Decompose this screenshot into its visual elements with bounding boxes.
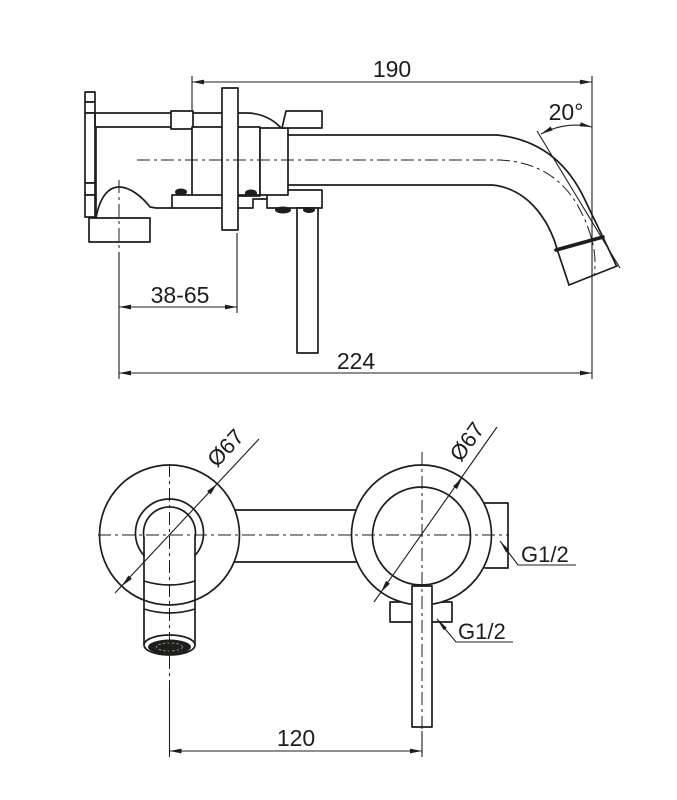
outlet-thread-callout: G1/2 [499,540,576,567]
pipe-nut [170,110,194,130]
dim-label-d67-right: Ø67 [445,417,490,465]
seals [175,188,315,214]
wall-escutcheon-plate [221,87,239,231]
aerator-face [148,639,191,655]
front-view: Ø67 Ø67 G1/2 G1/2 120 [98,417,576,757]
handle-lever-side [296,207,319,354]
dimension-spout-angle: 20° [536,99,621,269]
dim-label-20deg: 20° [549,99,584,125]
spout-flange [98,464,241,656]
spout-end-face [568,265,618,286]
dim-label-224: 224 [337,348,376,374]
centerlines [98,452,509,731]
label-inlet-thread: G1/2 [458,619,506,644]
spout [287,134,618,286]
dim-label-38-65: 38-65 [151,282,210,308]
wall-bracket [84,91,97,219]
side-view: 190 20° 38-65 224 [84,56,621,379]
dim-label-d67-left: Ø67 [202,424,249,471]
spout-tube-sides [143,537,196,645]
inlet-thread-callout: G1/2 [436,618,513,644]
label-outlet-thread: G1/2 [521,542,569,567]
cartridge-housing [259,127,289,196]
dim-label-120: 120 [277,725,315,751]
spout-centerline [137,159,596,277]
dimension-spout-reach: 190 [191,56,593,379]
connecting-pipe [233,509,358,563]
dimension-total-depth: 224 [118,252,592,379]
dimension-center-spacing: 120 [168,688,423,757]
spout-base-nut [281,110,323,129]
dim-label-190: 190 [373,56,411,82]
dimension-wall-depth: 38-65 [119,233,238,313]
aerator-joint [554,235,605,252]
concealed-body [88,110,323,243]
dimension-spout-flange-diameter: Ø67 [114,424,260,594]
